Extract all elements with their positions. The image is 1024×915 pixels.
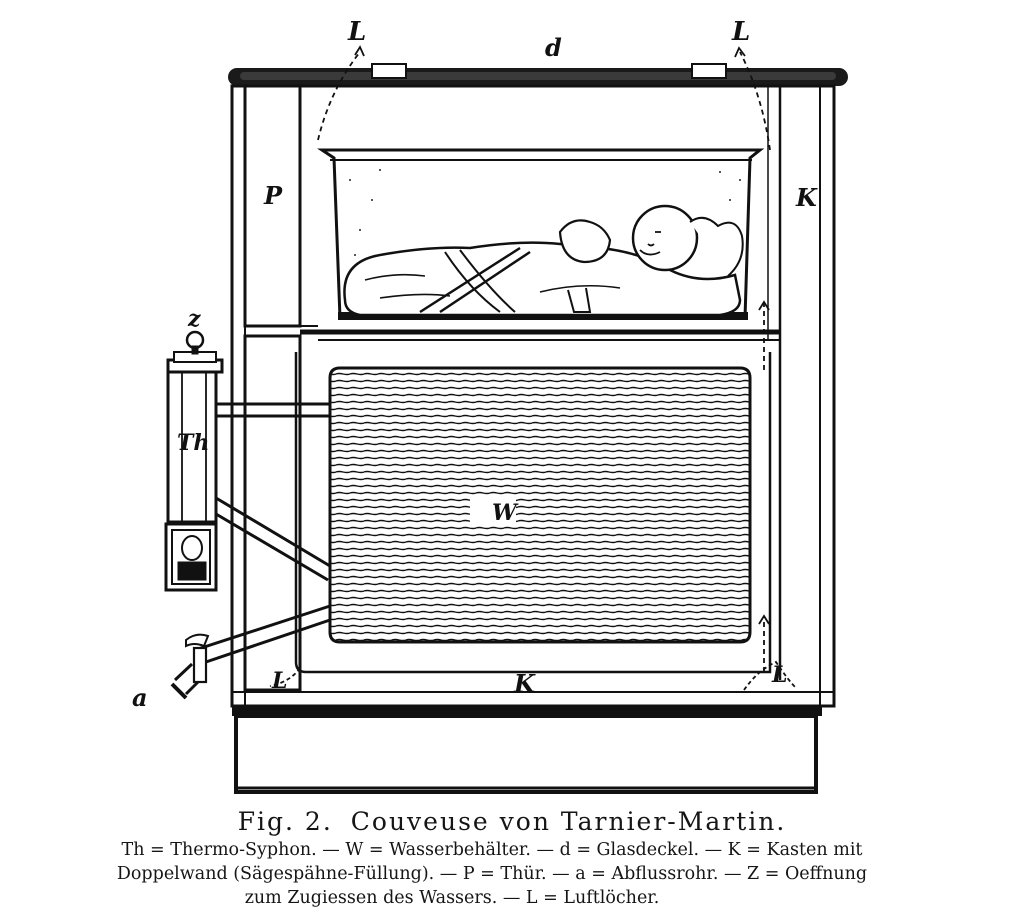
incubator-diagram: L d L P K z Th W a K L L xyxy=(132,17,848,794)
label-z: z xyxy=(187,306,201,332)
door-panel xyxy=(243,84,302,328)
label-L-bottom-right: L xyxy=(771,662,787,688)
label-L-right: L xyxy=(731,17,750,47)
legend-line-3: zum Zugiessen des Wassers. — L = Luftlöc… xyxy=(244,888,660,908)
label-a: a xyxy=(132,683,148,712)
label-K-lower: K xyxy=(513,669,536,698)
water-tank xyxy=(328,366,752,644)
diagram-labels: L d L P K z Th W a K L L xyxy=(132,17,818,712)
label-L-bottom-left: L xyxy=(271,668,287,694)
label-P: P xyxy=(263,181,283,210)
base-stand xyxy=(232,706,822,794)
glass-lid xyxy=(228,63,848,86)
air-flow-arrows xyxy=(269,45,797,691)
label-Th: Th xyxy=(177,430,209,456)
thermo-siphon xyxy=(164,330,331,700)
figure-title-line: Fig. 2. Couveuse von Tarnier-Martin. xyxy=(0,806,1024,838)
legend-line-1: Th = Thermo-Syphon. — W = Wasserbehälter… xyxy=(121,840,863,860)
outer-box xyxy=(230,84,836,708)
figure-caption: Fig. 2. Couveuse von Tarnier-Martin. Th =… xyxy=(0,806,1024,910)
label-K-upper: K xyxy=(795,183,818,212)
legend-line-2: Doppelwand (Sägespähne-Füllung). — P = T… xyxy=(116,864,868,884)
figure-title: Couveuse von Tarnier-Martin. xyxy=(350,807,787,836)
baby-figure xyxy=(343,204,744,317)
label-W: W xyxy=(492,500,519,526)
label-L-left: L xyxy=(347,17,366,47)
baby-tub xyxy=(317,148,765,320)
label-d: d xyxy=(545,33,562,62)
figure-number: Fig. 2. xyxy=(237,807,333,836)
